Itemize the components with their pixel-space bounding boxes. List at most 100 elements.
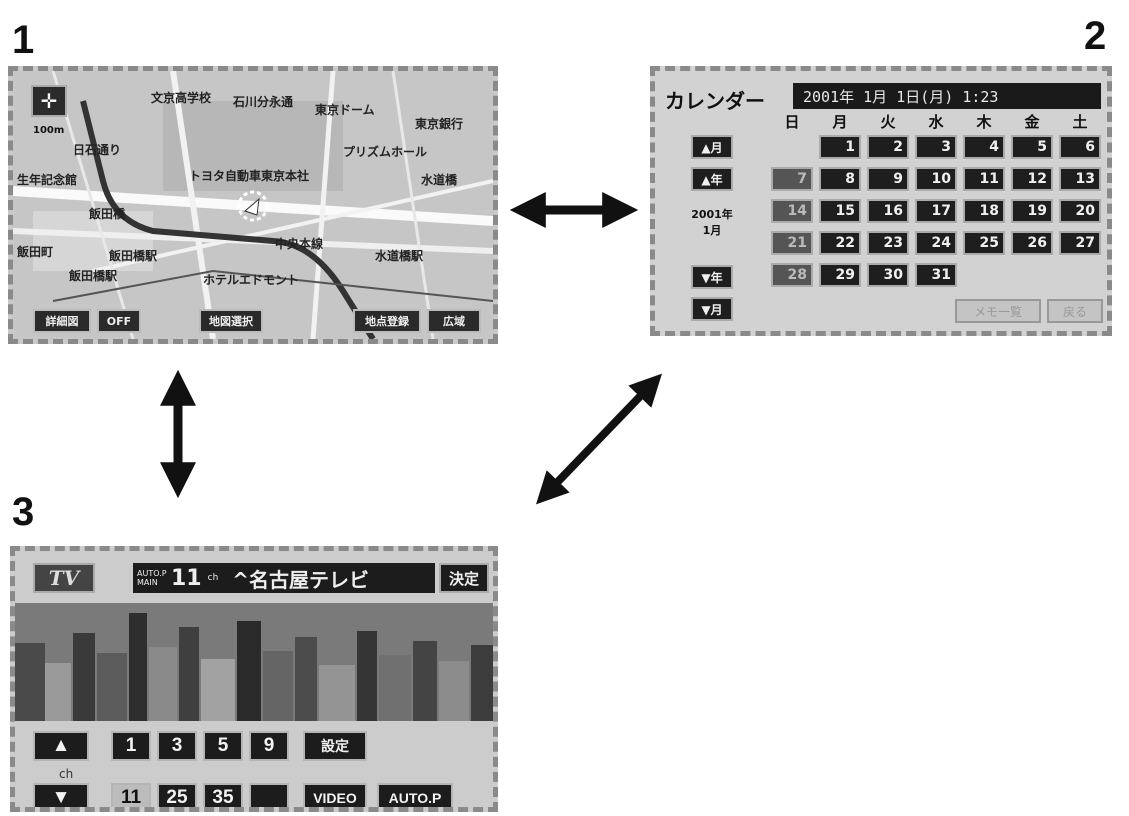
memo-list-button[interactable]: メモ一覧 — [955, 299, 1041, 323]
calendar-day[interactable]: 26 — [1011, 231, 1053, 255]
map-place: 日石通り — [73, 143, 122, 157]
calendar-day[interactable]: 30 — [867, 263, 909, 287]
calendar-screen: カレンダー 2001年 1月 1日(月) 1:23 日 月 火 水 木 金 土 … — [650, 66, 1112, 336]
map-place: 飯田橋駅 — [109, 249, 158, 263]
calendar-day[interactable]: 20 — [1059, 199, 1101, 223]
arrow-2-3 — [536, 373, 662, 505]
tv-logo: TV — [33, 563, 95, 593]
calendar-date-display: 2001年 1月 1日(月) 1:23 — [793, 83, 1101, 109]
calendar-day[interactable]: 25 — [963, 231, 1005, 255]
map-place: 中央本線 — [275, 237, 324, 251]
channel-down-button[interactable]: ▼ — [33, 783, 89, 807]
label-screen-3: 3 — [12, 490, 35, 534]
decide-button[interactable]: 決定 — [439, 563, 489, 593]
map-place: 東京銀行 — [415, 117, 464, 131]
calendar-day[interactable]: 9 — [867, 167, 909, 191]
calendar-day[interactable]: 3 — [915, 135, 957, 159]
calendar-day[interactable]: 12 — [1011, 167, 1053, 191]
channel-up-button[interactable]: ▲ — [33, 731, 89, 761]
calendar-day[interactable]: 31 — [915, 263, 957, 287]
wide-area-button[interactable]: 広域 — [427, 309, 481, 333]
tv-ch-label: ch — [59, 767, 74, 781]
calendar-day[interactable]: 4 — [963, 135, 1005, 159]
map-place: プリズムホール — [343, 145, 428, 159]
map-place: 水道橋駅 — [375, 249, 424, 263]
map-place: 生年記念館 — [17, 173, 78, 187]
calendar-day[interactable]: 21 — [771, 231, 813, 255]
weekday-sat: 土 — [1072, 113, 1088, 131]
calendar-day[interactable]: 14 — [771, 199, 813, 223]
settings-button[interactable]: 設定 — [303, 731, 367, 761]
calendar-day[interactable]: 11 — [963, 167, 1005, 191]
tv-current-channel: 11 — [171, 565, 202, 591]
calendar-day[interactable]: 17 — [915, 199, 957, 223]
map-place: ホテルエドモント — [203, 273, 300, 287]
next-year-button[interactable]: ▼年 — [691, 265, 733, 289]
current-month: 1月 — [702, 224, 722, 237]
map-screen: ✛ 100m 文京高学校 石川分永通 東京ドーム 東京銀行 プリズムホール 日石… — [8, 66, 498, 344]
calendar-title: カレンダー — [665, 89, 765, 113]
label-screen-2: 2 — [1084, 14, 1107, 58]
back-button[interactable]: 戻る — [1047, 299, 1103, 323]
next-month-button[interactable]: ▼月 — [691, 297, 733, 321]
map-place: 飯田橋 — [89, 207, 126, 221]
calendar-day[interactable]: 16 — [867, 199, 909, 223]
prev-year-button[interactable]: ▲年 — [691, 167, 733, 191]
current-year: 2001年 — [691, 208, 733, 221]
calendar-day[interactable]: 29 — [819, 263, 861, 287]
preset-button[interactable]: 35 — [203, 783, 243, 807]
calendar-day[interactable]: 10 — [915, 167, 957, 191]
autop-button[interactable]: AUTO.P — [377, 783, 453, 807]
preset-button[interactable]: 25 — [157, 783, 197, 807]
preset-button-selected[interactable]: 11 — [111, 783, 151, 807]
preset-button[interactable]: 9 — [249, 731, 289, 761]
video-button[interactable]: VIDEO — [303, 783, 367, 807]
map-roads — [13, 71, 493, 339]
preset-button[interactable]: 3 — [157, 731, 197, 761]
calendar-day[interactable]: 2 — [867, 135, 909, 159]
map-place: 石川分永通 — [233, 95, 294, 109]
calendar-day[interactable]: 15 — [819, 199, 861, 223]
current-year-month: 2001年 1月 — [691, 207, 733, 247]
weekday-sun: 日 — [784, 113, 800, 131]
register-point-button[interactable]: 地点登録 — [353, 309, 421, 333]
tv-picture-cityscape — [15, 603, 493, 721]
calendar-day[interactable]: 6 — [1059, 135, 1101, 159]
calendar-day[interactable]: 23 — [867, 231, 909, 255]
tv-screen: TV AUTO.P MAIN 11 ch ^名古屋テレビ 決定 — [10, 546, 498, 812]
calendar-day[interactable]: 24 — [915, 231, 957, 255]
calendar-day[interactable]: 18 — [963, 199, 1005, 223]
weekday-tue: 火 — [880, 113, 896, 131]
calendar-day[interactable]: 8 — [819, 167, 861, 191]
prev-month-button[interactable]: ▲月 — [691, 135, 733, 159]
cityscape-image — [15, 603, 493, 721]
preset-button[interactable]: 1 — [111, 731, 151, 761]
calendar-day[interactable]: 1 — [819, 135, 861, 159]
calendar-day[interactable]: 27 — [1059, 231, 1101, 255]
weekday-fri: 金 — [1024, 113, 1040, 131]
tv-ch-unit: ch — [207, 573, 219, 583]
map-select-button[interactable]: 地図選択 — [199, 309, 263, 333]
map-place: 文京高学校 — [151, 91, 212, 105]
calendar-day[interactable]: 28 — [771, 263, 813, 287]
calendar-day[interactable]: 7 — [771, 167, 813, 191]
calendar-day[interactable]: 5 — [1011, 135, 1053, 159]
tv-station-name: ^名古屋テレビ — [232, 567, 370, 592]
off-button[interactable]: OFF — [97, 309, 141, 333]
map-place: 飯田橋駅 — [69, 269, 118, 283]
calendar-day[interactable]: 22 — [819, 231, 861, 255]
north-arrow-icon[interactable]: ✛ — [31, 85, 67, 117]
map-place: 水道橋 — [421, 173, 458, 187]
calendar-day[interactable]: 13 — [1059, 167, 1101, 191]
map-place: トヨタ自動車東京本社 — [189, 169, 310, 183]
calendar-day[interactable]: 19 — [1011, 199, 1053, 223]
map-scale: 100m — [33, 125, 65, 136]
preset-button-empty[interactable] — [249, 783, 289, 807]
tv-channel-bar: AUTO.P MAIN 11 ch ^名古屋テレビ — [133, 563, 435, 593]
preset-button[interactable]: 5 — [203, 731, 243, 761]
detail-map-button[interactable]: 詳細図 — [33, 309, 91, 333]
tv-mode-indicator: AUTO.P MAIN — [137, 569, 167, 587]
weekday-wed: 水 — [928, 113, 944, 131]
map-place: 東京ドーム — [315, 103, 375, 117]
